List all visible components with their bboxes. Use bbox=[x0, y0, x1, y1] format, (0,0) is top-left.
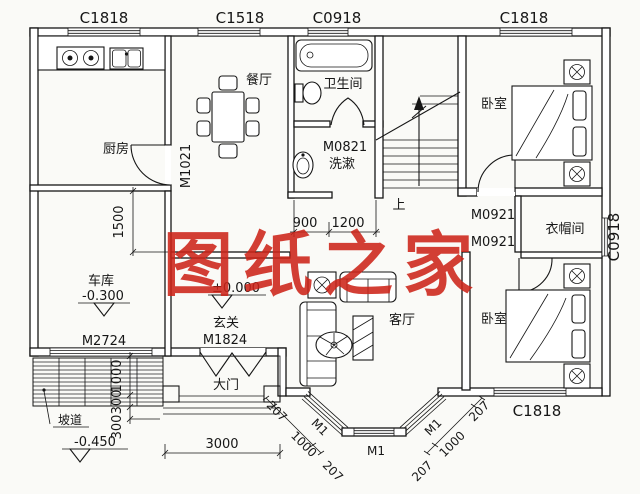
stairs bbox=[375, 91, 461, 189]
bedroom-bottom-door bbox=[518, 257, 553, 293]
stove bbox=[56, 46, 105, 70]
chair bbox=[245, 120, 260, 137]
dining-set bbox=[196, 75, 260, 159]
chair bbox=[218, 75, 238, 91]
room-label-wash: 洗漱 bbox=[329, 157, 355, 172]
elevation-text-garage: -0.300 bbox=[82, 289, 124, 304]
door-label-foyer: M1824 bbox=[203, 333, 247, 348]
dim-bay-right-1000: 1000 bbox=[436, 428, 467, 459]
elevation-markers bbox=[62, 294, 266, 463]
window-label-top-bedroom: C1818 bbox=[500, 9, 549, 27]
window-c1818-top-bedroom bbox=[499, 27, 573, 37]
bedroom-top-door bbox=[477, 154, 516, 196]
window-label-top-dining: C1518 bbox=[216, 9, 265, 27]
bay-window-label-left: M1 bbox=[309, 416, 332, 439]
dim-900: 900 bbox=[293, 216, 318, 231]
room-label-kitchen: 厨房 bbox=[103, 141, 129, 157]
room-label-bathroom: 卫生间 bbox=[323, 77, 362, 92]
side-table-lamp-icon bbox=[307, 271, 337, 299]
window-c1818-bottom-bedroom bbox=[493, 387, 567, 397]
dim-3000: 3000 bbox=[205, 437, 238, 452]
door-label-kitchen: M1021 bbox=[179, 144, 194, 188]
window-label-top-left: C1818 bbox=[80, 9, 129, 27]
window-c1518-top-dining bbox=[197, 27, 261, 37]
room-label-entrance: 大门 bbox=[213, 378, 239, 393]
room-label-bedroom-bottom: 卧室 bbox=[481, 311, 507, 327]
pillow bbox=[572, 90, 587, 121]
dim-1200: 1200 bbox=[331, 216, 364, 231]
dimension-lines bbox=[126, 187, 486, 459]
kitchen-counter bbox=[37, 35, 166, 71]
chair bbox=[245, 97, 260, 114]
room-label-bedroom-top: 卧室 bbox=[481, 96, 507, 112]
door-label-bathroom: M0821 bbox=[323, 140, 367, 155]
entrance-door bbox=[199, 348, 267, 377]
plant-table bbox=[315, 331, 353, 359]
chair bbox=[218, 143, 238, 159]
elevation-text-foyer: ±0.000 bbox=[212, 281, 260, 296]
door-label-bedroom-bottom: M0921 bbox=[471, 235, 515, 250]
room-label-cloakroom: 衣帽间 bbox=[545, 221, 584, 237]
dim-ramp-300b: 300 bbox=[110, 415, 125, 440]
wash-basin bbox=[292, 151, 314, 179]
room-label-garage: 车库 bbox=[88, 273, 114, 289]
nightstand-lamp-icon bbox=[563, 59, 591, 389]
room-label-ramp: 坡道 bbox=[58, 413, 82, 427]
window-label-bottom-bedroom: C1818 bbox=[513, 402, 562, 420]
bathtub bbox=[295, 39, 373, 72]
dim-bay-right-207a: 207 bbox=[466, 398, 492, 424]
bed-top bbox=[511, 85, 593, 161]
chair bbox=[196, 120, 211, 137]
sink bbox=[109, 47, 144, 70]
pillow bbox=[571, 294, 586, 324]
room-label-living: 客厅 bbox=[389, 312, 415, 328]
dim-bay-right-207b: 207 bbox=[409, 458, 435, 484]
pillow bbox=[571, 329, 586, 359]
dining-table bbox=[211, 91, 245, 143]
window-c0918-top-bath bbox=[307, 27, 349, 37]
elevation-garage bbox=[78, 302, 130, 317]
garage-door bbox=[49, 347, 153, 357]
elevation-outside bbox=[62, 448, 128, 463]
stairs-up-label: 上 bbox=[392, 198, 405, 213]
window-c1818-top-left bbox=[67, 27, 141, 37]
loveseat-sofa bbox=[339, 271, 397, 303]
elevation-text-outside: -0.450 bbox=[74, 435, 116, 450]
tv bbox=[352, 315, 374, 361]
bay-window-label-right: M1 bbox=[422, 416, 445, 439]
dim-bay-left-1000: 1000 bbox=[288, 428, 319, 459]
window-label-right-side: C0918 bbox=[605, 213, 623, 262]
door-label-bedroom-top: M0921 bbox=[471, 208, 515, 223]
window-c0918-right-side bbox=[601, 217, 611, 257]
toilet bbox=[294, 81, 322, 105]
dim-1500: 1500 bbox=[112, 205, 127, 238]
room-label-dining: 餐厅 bbox=[246, 72, 272, 88]
bay-window-label-center: M1 bbox=[367, 444, 385, 458]
porch bbox=[162, 355, 281, 415]
kitchen-door bbox=[130, 144, 172, 186]
dim-ramp-1000: 1000 bbox=[110, 359, 125, 392]
dim-ramp-300a: 300 bbox=[110, 390, 125, 415]
bathroom-door bbox=[330, 97, 365, 126]
door-label-garage: M2724 bbox=[82, 334, 126, 349]
furniture bbox=[37, 35, 593, 389]
pillow bbox=[572, 126, 587, 157]
doors bbox=[49, 97, 553, 377]
window-label-top-bath: C0918 bbox=[313, 9, 362, 27]
bed-bottom bbox=[505, 289, 591, 363]
watermark-text: 图纸之家 bbox=[163, 224, 483, 306]
bay-window bbox=[301, 391, 447, 437]
ramp bbox=[32, 357, 164, 428]
chair bbox=[196, 97, 211, 114]
room-label-foyer: 玄关 bbox=[213, 316, 239, 331]
dim-bay-left-207b: 207 bbox=[320, 458, 346, 484]
elevation-foyer bbox=[208, 294, 266, 309]
